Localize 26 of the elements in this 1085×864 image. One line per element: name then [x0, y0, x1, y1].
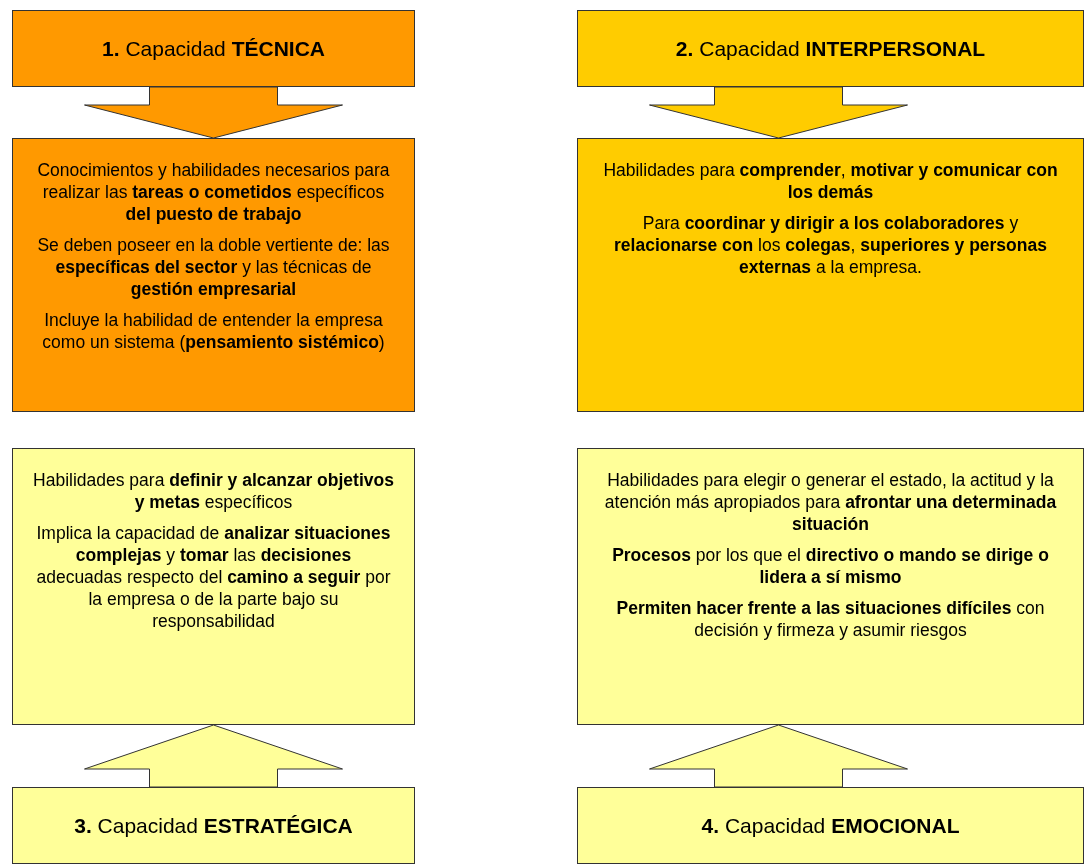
block-arrow	[649, 724, 908, 788]
description-text: Habilidades para elegir o generar el estado, la actitud y la atención más apropiados para afrontar una determinada situación	[603, 469, 1058, 535]
heading-box	[12, 787, 415, 864]
heading-text: 2. Capacidad INTERPERSONAL	[675, 36, 986, 61]
description-text: Implica la capacidad de analizar situaciones complejas y tomar las decisiones adecuadas respecto del camino a seguir por la empresa o de la parte bajo su responsabilidad	[35, 522, 392, 632]
description-text: Para coordinar y dirigir a los colaboradores y relacionarse con los colegas, superiores y personas externas a la empresa.	[613, 212, 1048, 278]
heading-text: 4. Capacidad EMOCIONAL	[701, 813, 960, 838]
heading-text: 1. Capacidad TÉCNICA	[102, 36, 325, 61]
description-text: Habilidades para definir y alcanzar objetivos y metas específicos	[32, 469, 395, 513]
block-arrow	[649, 86, 908, 139]
heading-text: 3. Capacidad ESTRATÉGICA	[74, 813, 353, 838]
heading-box	[577, 10, 1084, 87]
heading-box	[577, 787, 1084, 864]
description-box	[577, 138, 1084, 412]
description-box	[577, 448, 1084, 725]
description-box	[12, 448, 415, 725]
description-text: Conocimientos y habilidades necesarios para realizar las tareas o cometidos específicos del puesto de trabajo	[36, 159, 391, 225]
description-box	[12, 138, 415, 412]
heading-box	[12, 10, 415, 87]
description-text: Habilidades para comprender, motivar y comunicar con los demás	[602, 159, 1059, 203]
block-arrow	[84, 86, 343, 139]
block-arrow	[84, 724, 343, 788]
description-text: Permiten hacer frente a las situaciones difíciles con decisión y firmeza y asumir riesgos	[615, 597, 1046, 641]
description-text: Se deben poseer en la doble vertiente de: las específicas del sector y las técnicas de gestión empresarial	[36, 234, 391, 300]
description-text: Incluye la habilidad de entender la empresa como un sistema (pensamiento sistémico)	[41, 309, 386, 353]
description-text: Procesos por los que el directivo o mando se dirige o lidera a sí mismo	[611, 544, 1050, 588]
